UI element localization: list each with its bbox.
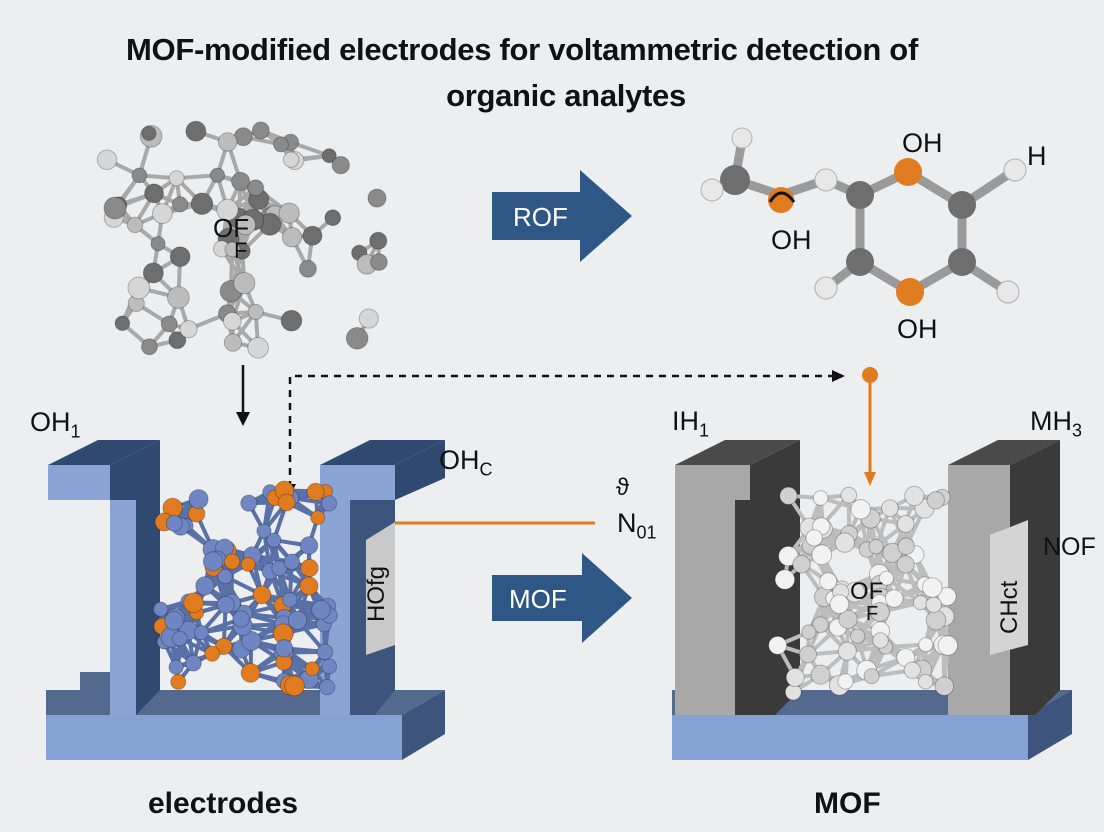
- crystal-label: OF: [213, 213, 250, 243]
- cage-label: OF: [850, 578, 884, 605]
- cage-label-small: F: [866, 603, 879, 625]
- molecule-h: H: [1027, 141, 1047, 171]
- arrow-mof: [492, 553, 632, 643]
- molecule-oh-top: OH: [902, 128, 943, 158]
- mof-cluster-left: [152, 480, 338, 697]
- left-plate-label: HOfg: [363, 565, 390, 622]
- mof-cage-right: [768, 485, 959, 701]
- center-glyph: ϑ: [616, 474, 630, 501]
- arrow-rof-label: ROF: [513, 202, 568, 232]
- organic-molecule: [700, 127, 1027, 306]
- right-plate-label: CHct: [996, 580, 1023, 634]
- crystal-lattice: [96, 120, 388, 359]
- molecule-oh-bottom: OH: [897, 314, 938, 344]
- center-n-label: N01: [617, 508, 657, 543]
- title-line-2: organic analytes: [446, 78, 686, 113]
- left-side-label: OHC: [439, 445, 493, 480]
- orange-node: [862, 367, 878, 383]
- arrow-rof: [492, 170, 632, 262]
- arrow-mof-label: MOF: [509, 584, 567, 614]
- right-corner-left-label: IH1: [672, 406, 710, 441]
- left-corner-label: OH1: [30, 407, 81, 442]
- caption-mof: MOF: [814, 787, 881, 820]
- right-corner-right-label: MH3: [1030, 406, 1083, 441]
- right-electrode: [672, 440, 1072, 760]
- title-line-1: MOF-modified electrodes for voltammetric…: [126, 32, 918, 67]
- crystal-label-small: F: [234, 238, 248, 263]
- molecule-oh-left: OH: [771, 225, 812, 255]
- caption-electrodes: electrodes: [148, 787, 299, 820]
- left-electrode: [46, 440, 445, 760]
- right-side-label: NOF: [1043, 533, 1096, 561]
